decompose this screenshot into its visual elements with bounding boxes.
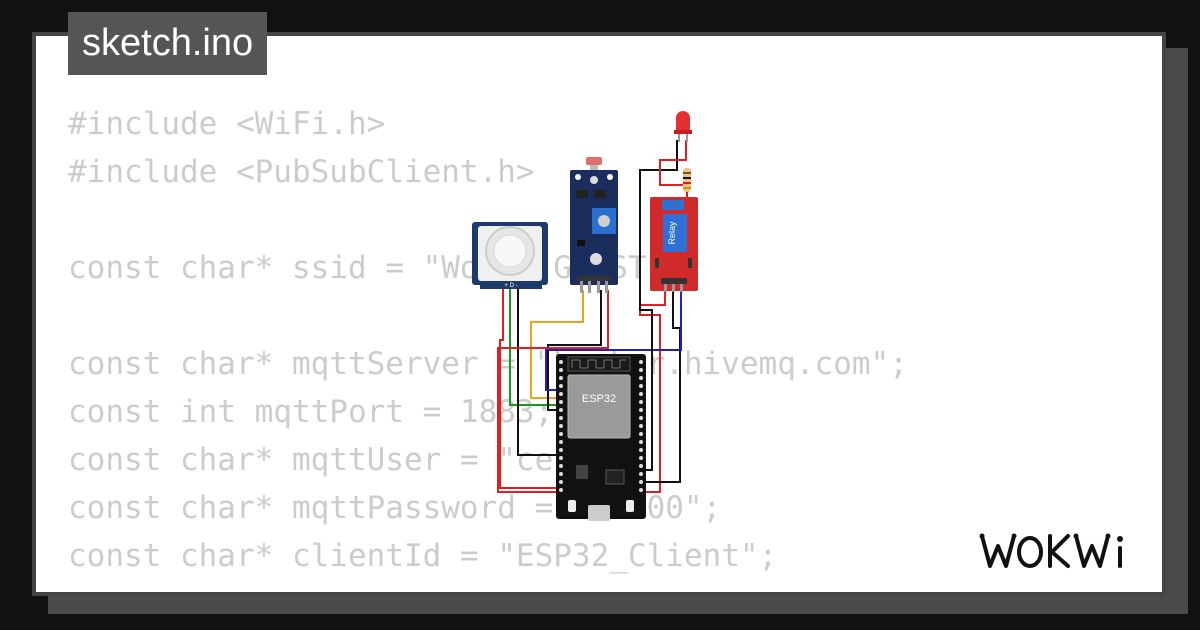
relay-label: Relay xyxy=(667,221,677,245)
wokwi-logo xyxy=(979,533,1123,568)
esp32-board: ESP32 xyxy=(556,354,646,521)
code-line: #include <PubSubClient.h> xyxy=(68,154,535,190)
code-line: #include <WiFi.h> xyxy=(68,106,386,142)
mcu-label: ESP32 xyxy=(582,393,616,405)
wire-orange xyxy=(530,290,584,399)
wire-green xyxy=(509,288,556,406)
wire-red xyxy=(499,288,558,489)
wire-black xyxy=(517,288,556,456)
relay-module: Relay xyxy=(650,197,698,292)
wire-black xyxy=(630,140,678,471)
wire-red xyxy=(497,290,609,493)
code-line: const int mqttPort = 1883; xyxy=(68,394,554,430)
code-line: const char* clientId = "ESP32_Client"; xyxy=(68,538,778,574)
wire-red xyxy=(630,290,666,493)
code-line: const char* mqttPassword = "12300"; xyxy=(68,490,722,526)
ldr-module xyxy=(570,157,618,293)
resistor xyxy=(683,168,691,192)
file-title: sketch.ino xyxy=(68,12,268,75)
pir-sensor: + D - xyxy=(472,222,548,289)
wire-blue xyxy=(545,290,682,391)
pir-pin-labels: + D - xyxy=(504,283,517,289)
led xyxy=(674,111,692,142)
wire-black xyxy=(547,290,602,411)
